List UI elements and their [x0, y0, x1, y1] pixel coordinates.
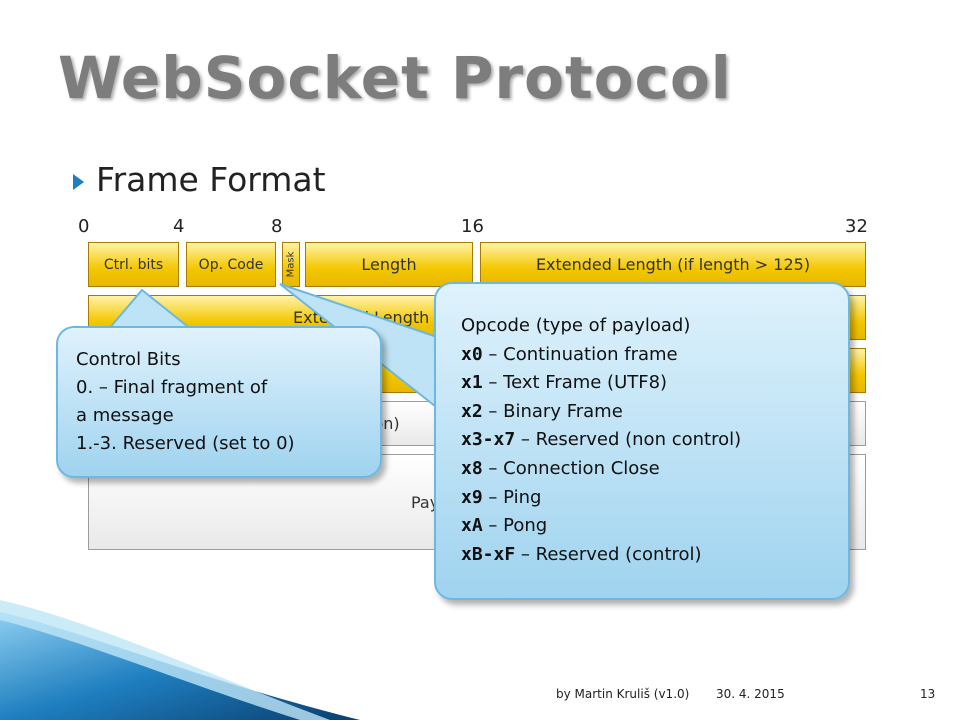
footer-page-number: 13 [920, 687, 935, 701]
callout-opcode: Opcode (type of payload) x0 – Continuati… [434, 282, 850, 600]
opcode-code: xB-xF [461, 544, 515, 565]
bullet-frame-format: Frame Format [96, 160, 326, 199]
opcode-code: x1 [461, 372, 483, 393]
opcode-item: x2 – Binary Frame [461, 398, 848, 427]
opcode-code: x9 [461, 487, 483, 508]
field-extended-length-label: Extended Length (if length > 125) [536, 255, 810, 274]
field-ctrl-bits-label: Ctrl. bits [104, 257, 163, 273]
opcode-item: x3-x7 – Reserved (non control) [461, 426, 848, 455]
opcode-desc: – Reserved (non control) [515, 429, 741, 450]
decorative-swoosh [0, 590, 360, 720]
opcode-callout-heading: Opcode (type of payload) [461, 312, 848, 341]
opcode-item: xB-xF – Reserved (control) [461, 541, 848, 570]
tick-8: 8 [271, 216, 282, 237]
opcode-item: x9 – Ping [461, 484, 848, 513]
field-mask: Mask [282, 242, 300, 287]
footer-author: by Martin Kruliš (v1.0) [556, 687, 689, 701]
slide-title: WebSocket Protocol [58, 44, 732, 112]
opcode-item: x1 – Text Frame (UTF8) [461, 369, 848, 398]
field-length: Length [305, 242, 473, 287]
opcode-item: xA – Pong [461, 512, 848, 541]
control-callout-line: 1.-3. Reserved (set to 0) [76, 430, 380, 458]
field-extended-length: Extended Length (if length > 125) [480, 242, 866, 287]
opcode-desc: – Ping [483, 487, 542, 508]
opcode-desc: – Binary Frame [483, 401, 623, 422]
field-op-code-label: Op. Code [199, 257, 264, 273]
opcode-item: x8 – Connection Close [461, 455, 848, 484]
tick-32: 32 [845, 216, 868, 237]
opcode-code: xA [461, 515, 483, 536]
field-mask-label: Mask [286, 252, 297, 278]
tick-4: 4 [173, 216, 184, 237]
footer-date: 30. 4. 2015 [716, 687, 785, 701]
tick-16: 16 [461, 216, 484, 237]
opcode-code: x8 [461, 458, 483, 479]
field-op-code: Op. Code [186, 242, 276, 287]
field-ctrl-bits: Ctrl. bits [88, 242, 179, 287]
opcode-desc: – Continuation frame [483, 344, 678, 365]
opcode-code: x2 [461, 401, 483, 422]
field-extended-length-row2-label: Extended Length [293, 308, 429, 327]
callout-control-bits: Control Bits 0. – Final fragment of a me… [56, 326, 382, 478]
opcode-desc: – Connection Close [483, 458, 660, 479]
opcode-code: x0 [461, 344, 483, 365]
field-length-label: Length [361, 255, 416, 274]
control-callout-line: a message [76, 402, 380, 430]
opcode-desc: – Reserved (control) [515, 544, 701, 565]
opcode-desc: – Text Frame (UTF8) [483, 372, 667, 393]
opcode-item: x0 – Continuation frame [461, 341, 848, 370]
opcode-code: x3-x7 [461, 429, 515, 450]
control-callout-line: Control Bits [76, 346, 380, 374]
control-callout-line: 0. – Final fragment of [76, 374, 380, 402]
opcode-desc: – Pong [483, 515, 548, 536]
tick-0: 0 [78, 216, 89, 237]
bullet-arrow-icon [73, 174, 84, 190]
